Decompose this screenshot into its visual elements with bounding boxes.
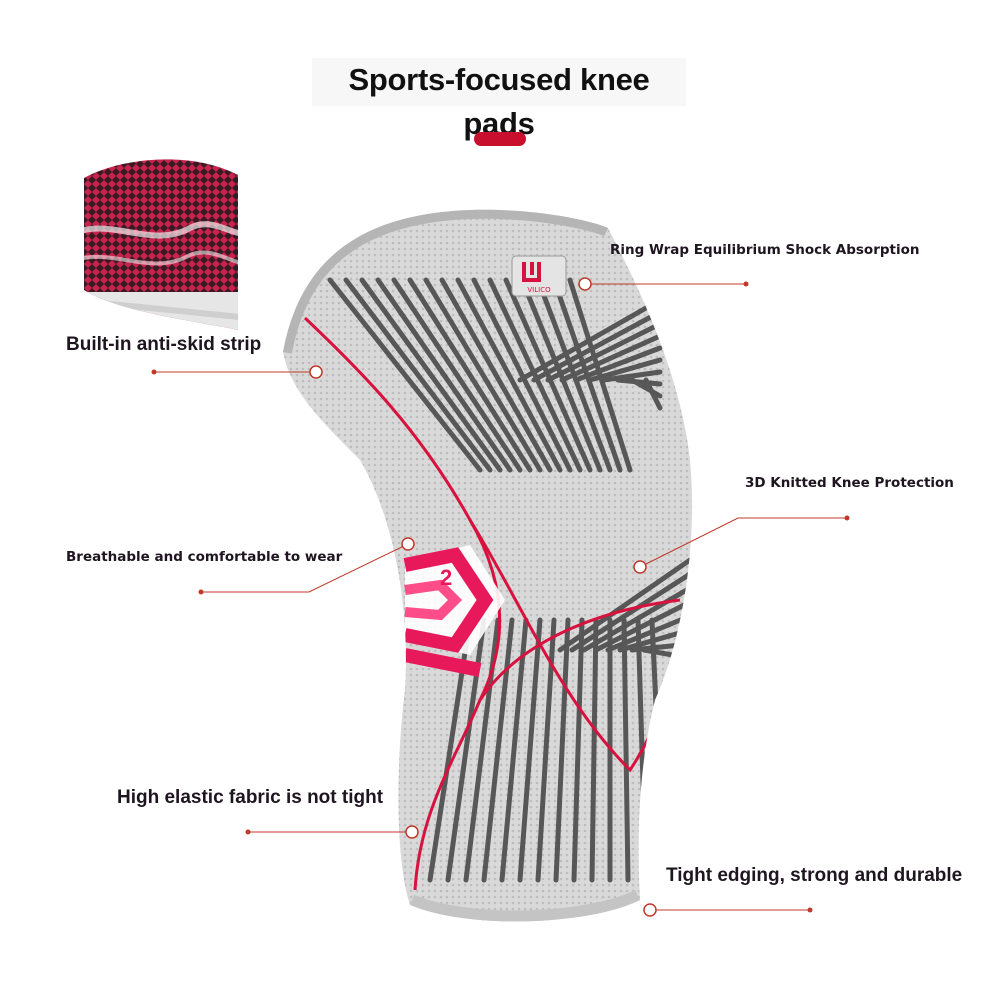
- knit-stripe: [407, 277, 533, 473]
- callout-leaders: [154, 283, 847, 911]
- knit-stripe: [423, 277, 543, 473]
- knit-stripe: [471, 277, 573, 473]
- label-knitted-3d: 3D Knitted Knee Protection: [745, 475, 954, 491]
- knit-stripe: [581, 585, 693, 653]
- knit-stripe: [553, 617, 571, 883]
- knit-stripe: [375, 277, 513, 473]
- knit-stripe: [569, 571, 693, 653]
- knit-stripe: [531, 309, 663, 383]
- knit-stripe: [343, 277, 493, 473]
- brand-logo-text: VILICO: [527, 286, 551, 294]
- knit-stripe: [517, 297, 663, 383]
- knit-stripe: [391, 277, 523, 473]
- label-anti-skid: Built-in anti-skid strip: [66, 334, 262, 355]
- knit-stripe: [359, 277, 503, 473]
- accent-bar: [474, 132, 526, 146]
- knit-stripe: [587, 357, 663, 383]
- knit-stripe: [601, 369, 663, 383]
- page-title: Sports-focused knee pads: [312, 58, 686, 141]
- knit-stripe: [487, 277, 583, 473]
- patch-number: 2: [440, 565, 452, 590]
- knit-stripe: [593, 599, 693, 653]
- callout-dots: [151, 277, 850, 917]
- knit-stripe: [559, 333, 663, 383]
- knit-stripe: [643, 377, 663, 411]
- fabric-closeup-inset: [84, 159, 238, 330]
- knit-stripe: [327, 277, 483, 473]
- knit-stripe: [557, 557, 693, 653]
- knit-stripe: [605, 613, 693, 653]
- knit-stripe: [481, 617, 515, 883]
- knee-sleeve: 2 VILICO: [283, 209, 693, 922]
- knit-stripe: [455, 277, 563, 473]
- knit-stripe: [573, 345, 663, 383]
- knit-stripe: [571, 617, 585, 883]
- knit-stripe: [439, 277, 553, 473]
- label-edging: Tight edging, strong and durable: [666, 865, 963, 886]
- pink-side-patch: 2: [403, 545, 505, 677]
- knit-stripe: [621, 617, 631, 883]
- knit-stripe: [545, 321, 663, 383]
- label-elastic: High elastic fabric is not tight: [117, 787, 384, 808]
- label-breathable: Breathable and comfortable to wear: [66, 549, 343, 565]
- label-ring-wrap: Ring Wrap Equilibrium Shock Absorption: [610, 242, 920, 258]
- knit-stripe: [517, 617, 543, 883]
- knit-stripe: [499, 617, 529, 883]
- brand-tag: VILICO: [511, 255, 567, 297]
- knit-stripe: [589, 617, 599, 883]
